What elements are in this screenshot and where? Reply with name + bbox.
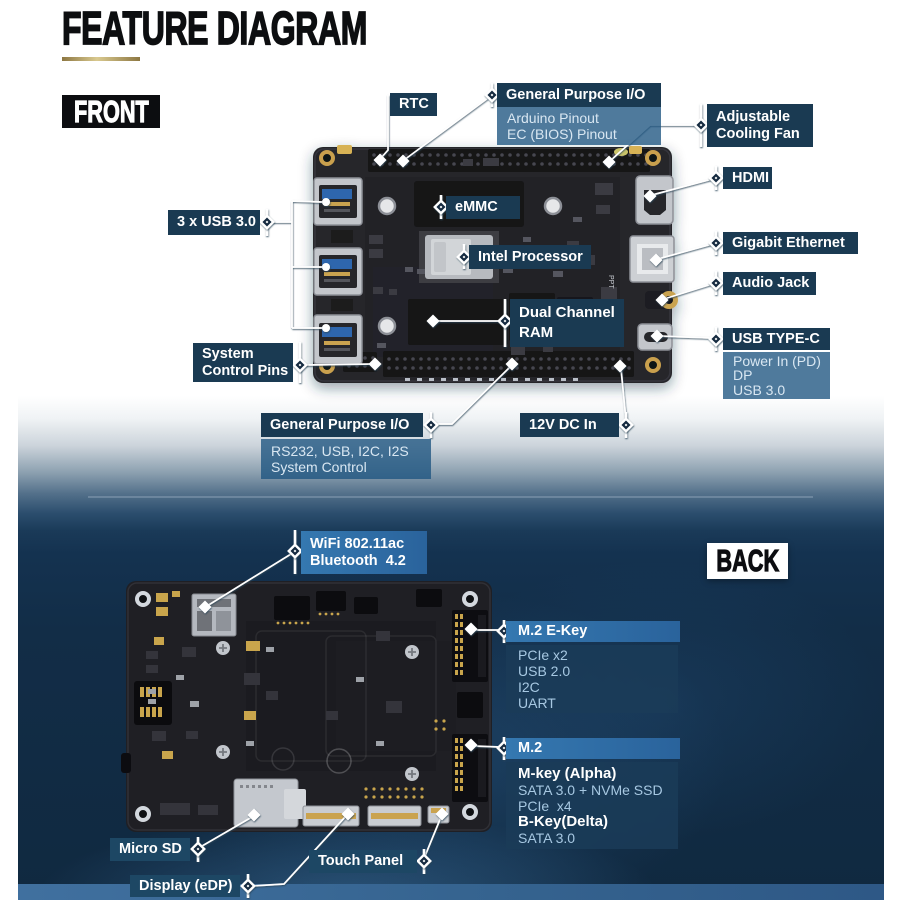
- callout-rtc: RTC: [390, 93, 437, 116]
- callout-12v-dc-in: 12V DC In: [520, 413, 619, 437]
- callout-m2-details: M-key (Alpha) SATA 3.0 + NVMe SSD PCIe x…: [506, 762, 678, 849]
- back-m2-mkey-slot: [452, 734, 488, 802]
- page-title: FEATURE DIAGRAM: [61, 1, 368, 55]
- callout-cooling-fan: Adjustable Cooling Fan: [707, 104, 813, 147]
- back-top-chips: [274, 589, 442, 625]
- callout-usb-type-c-details: Power In (PD) DP USB 3.0: [723, 352, 830, 399]
- callout-gpio-top: General Purpose I/O: [497, 83, 661, 107]
- back-m2-ekey-slot: [452, 610, 488, 682]
- callout-m2: M.2: [506, 738, 680, 759]
- back-touch-connector: [367, 805, 422, 827]
- board-sticker-text: PPT: [607, 275, 614, 289]
- title-underline: [62, 57, 140, 61]
- board-markers: [198, 153, 669, 822]
- callout-gpio-top-details: Arduino Pinout EC (BIOS) Pinout: [497, 107, 661, 145]
- callout-usb3: 3 x USB 3.0: [168, 210, 260, 235]
- callout-gpio-bottom-details: RS232, USB, I2C, I2S System Control: [261, 439, 431, 479]
- callout-lines: [201, 95, 713, 887]
- callout-audio-jack: Audio Jack: [723, 272, 816, 295]
- callout-hdmi: HDMI: [723, 167, 772, 189]
- back-board-photo: [121, 581, 492, 832]
- callout-micro-sd: Micro SD: [110, 838, 190, 861]
- callout-system-control-pins: System Control Pins: [193, 343, 293, 382]
- callout-gigabit-ethernet: Gigabit Ethernet: [723, 232, 858, 254]
- callout-usb-type-c: USB TYPE-C: [723, 328, 830, 350]
- back-section-tag: BACK: [707, 542, 788, 579]
- back-mounting-holes: [135, 591, 478, 822]
- callout-display-edp: Display (eDP): [130, 875, 240, 897]
- callout-m2-ekey-details: PCIe x2 USB 2.0 I2C UART: [506, 645, 678, 713]
- callout-touch-panel: Touch Panel: [309, 850, 417, 873]
- callout-emmc: eMMC: [446, 196, 520, 219]
- callout-wifi: WiFi 802.11ac Bluetooth 4.2: [301, 531, 427, 574]
- callout-gpio-bottom: General Purpose I/O: [261, 413, 423, 437]
- front-section-tag: FRONT: [62, 93, 160, 129]
- back-screws: [216, 641, 419, 781]
- callout-m2-ekey: M.2 E-Key: [506, 621, 680, 642]
- callout-intel-processor: Intel Processor: [469, 245, 591, 269]
- callout-ram: Dual Channel RAM: [510, 299, 624, 347]
- front-hdmi-port: [635, 175, 674, 225]
